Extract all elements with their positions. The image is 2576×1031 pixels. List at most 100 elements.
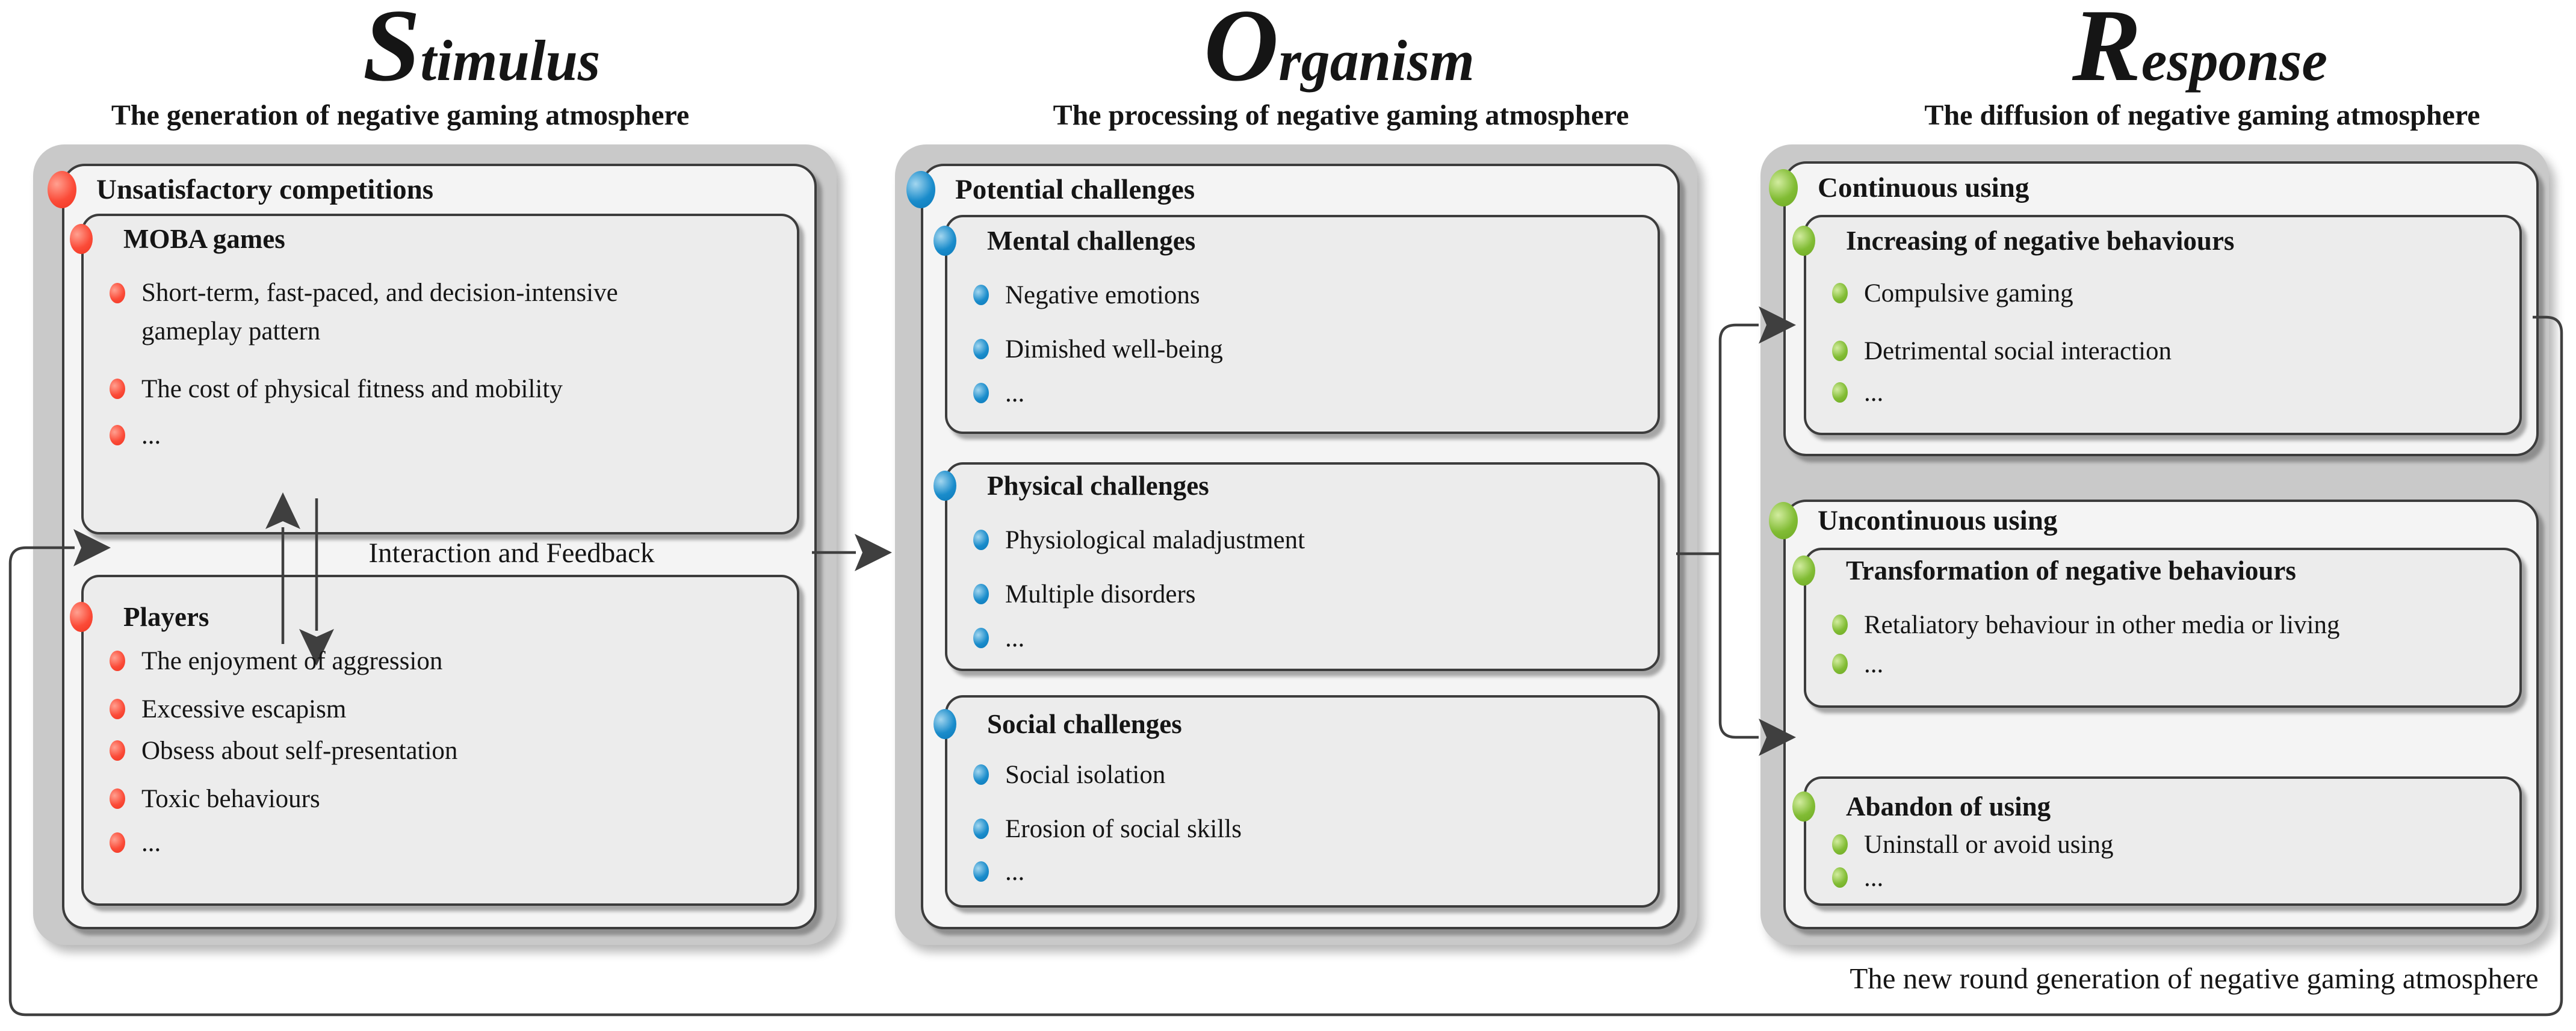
- bullet-text: The cost of physical fitness and mobilit…: [141, 374, 563, 403]
- green-section-dot-icon: [1769, 502, 1798, 539]
- green-bullet-icon: [1832, 283, 1848, 303]
- list-item: ...: [1832, 373, 1883, 412]
- list-item: ...: [973, 852, 1024, 891]
- box-header-physical: Physical challenges: [933, 465, 1209, 507]
- red-bullet-icon: [110, 379, 125, 399]
- box-title: Increasing of negative behaviours: [1846, 226, 2235, 256]
- box-header-abandon: Abandon of using: [1792, 785, 2051, 828]
- green-bullet-icon: [1832, 834, 1848, 855]
- list-item: Excessive escapism: [110, 689, 346, 729]
- response-subtitle: The diffusion of negative gaming atmosph…: [1924, 99, 2480, 131]
- list-item: ...: [973, 373, 1024, 413]
- green-bullet-icon: [1832, 341, 1848, 361]
- red-bullet-icon: [110, 425, 125, 445]
- organism-to-continuous-line: [1718, 323, 1759, 554]
- blue-bullet-icon: [973, 628, 989, 648]
- list-item: Obsess about self-presentation: [110, 731, 457, 770]
- green-box-dot-icon: [1792, 226, 1815, 256]
- bullet-text: Physiological maladjustment: [1005, 525, 1305, 554]
- box-title: Transformation of negative behaviours: [1846, 556, 2296, 586]
- red-bullet-icon: [110, 788, 125, 809]
- interaction-feedback-label: Interaction and Feedback: [368, 537, 655, 569]
- bullet-text: The enjoyment of aggression: [141, 646, 443, 675]
- blue-box-dot-icon: [933, 471, 956, 501]
- stimulus-big-letter: S: [362, 0, 421, 103]
- list-item: Erosion of social skills: [973, 809, 1242, 849]
- green-bullet-icon: [1832, 654, 1848, 674]
- bullet-text: Obsess about self-presentation: [141, 736, 458, 765]
- stimulus-word-rest: timulus: [420, 28, 601, 93]
- list-item: Negative emotions: [973, 275, 1200, 315]
- red-bullet-icon: [110, 832, 125, 853]
- bullet-text: Excessive escapism: [141, 695, 347, 723]
- box-title: Players: [123, 602, 209, 632]
- list-item: ...: [1832, 644, 1883, 684]
- box-header-increasing: Increasing of negative behaviours: [1792, 220, 2234, 262]
- blue-box-dot-icon: [933, 709, 956, 739]
- blue-section-dot-icon: [906, 171, 935, 208]
- bullet-text: ...: [1864, 378, 1884, 407]
- list-item: Dimished well-being: [973, 329, 1223, 369]
- list-item: Retaliatory behaviour in other media or …: [1832, 605, 2340, 645]
- stimulus-organism-arrowhead: [855, 534, 892, 571]
- list-item: Compulsive gaming: [1832, 273, 2073, 313]
- bullet-text: ...: [1864, 649, 1884, 678]
- blue-bullet-icon: [973, 339, 989, 359]
- response-big-letter: R: [2072, 0, 2141, 103]
- list-item: ...: [110, 415, 161, 455]
- blue-bullet-icon: [973, 285, 989, 305]
- section-header-continuous: Continuous using: [1769, 167, 2029, 209]
- bullet-text: ...: [1005, 379, 1025, 407]
- box-title: Physical challenges: [987, 471, 1209, 501]
- bullet-text: Negative emotions: [1005, 280, 1200, 309]
- box-title: Abandon of using: [1846, 791, 2051, 822]
- stimulus-subtitle: The generation of negative gaming atmosp…: [111, 99, 690, 131]
- bullet-text: Detrimental social interaction: [1864, 336, 2172, 365]
- box-header-transformation: Transformation of negative behaviours: [1792, 550, 2296, 592]
- red-bullet-icon: [110, 651, 125, 671]
- green-section-dot-icon: [1769, 169, 1798, 206]
- response-word-rest: esponse: [2141, 28, 2328, 93]
- bullet-text: ...: [141, 828, 161, 857]
- organism-big-letter: O: [1204, 0, 1279, 103]
- bullet-text: Short-term, fast-paced, and decision-int…: [141, 279, 618, 345]
- bullet-text: Multiple disorders: [1005, 580, 1196, 608]
- section-title: Potential challenges: [955, 174, 1195, 205]
- blue-bullet-icon: [973, 764, 989, 785]
- blue-bullet-icon: [973, 819, 989, 839]
- section-header-unsatisfactory: Unsatisfactory competitions: [48, 169, 433, 211]
- bullet-text: Compulsive gaming: [1864, 279, 2073, 308]
- box-header-mental: Mental challenges: [933, 220, 1195, 262]
- box-header-moba: MOBA games: [70, 218, 285, 260]
- red-bullet-icon: [110, 740, 125, 761]
- list-item: ...: [973, 618, 1024, 658]
- list-item: The cost of physical fitness and mobilit…: [110, 369, 563, 409]
- list-item: The enjoyment of aggression: [110, 641, 442, 681]
- section-title: Unsatisfactory competitions: [96, 174, 434, 205]
- red-bullet-icon: [110, 283, 125, 303]
- bullet-text: Toxic behaviours: [141, 784, 320, 813]
- list-item: ...: [110, 823, 161, 862]
- red-box-dot-icon: [70, 224, 93, 254]
- box-title: MOBA games: [123, 224, 285, 254]
- green-box-dot-icon: [1792, 791, 1815, 822]
- green-bullet-icon: [1832, 615, 1848, 635]
- section-header-potential: Potential challenges: [906, 169, 1195, 211]
- green-box-dot-icon: [1792, 556, 1815, 586]
- blue-bullet-icon: [973, 530, 989, 550]
- list-item: Social isolation: [973, 755, 1165, 794]
- green-bullet-icon: [1832, 867, 1848, 888]
- bullet-text: ...: [1005, 857, 1025, 886]
- new-round-label: The new round generation of negative gam…: [1850, 962, 2539, 995]
- bullet-text: ...: [1864, 863, 1884, 892]
- red-bullet-icon: [110, 699, 125, 719]
- list-item: ...: [1832, 858, 1883, 897]
- organism-to-uncontinuous-line: [1718, 554, 1759, 739]
- bullet-text: Dimished well-being: [1005, 335, 1223, 364]
- bullet-text: ...: [1005, 624, 1025, 652]
- bullet-text: Retaliatory behaviour in other media or …: [1864, 610, 2340, 639]
